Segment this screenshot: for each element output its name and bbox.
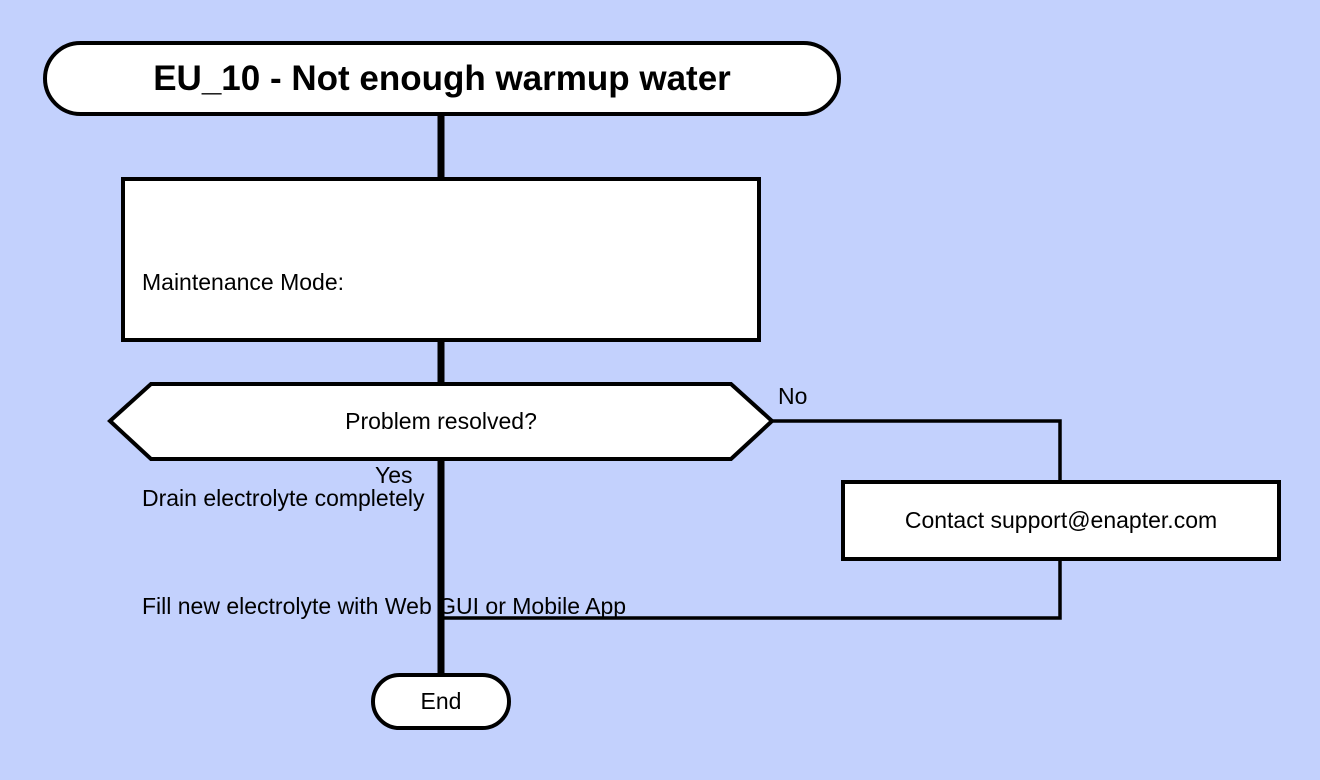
title-node-shape: [43, 41, 841, 116]
branch-label-no: No: [778, 383, 808, 409]
decision-node-shape: [107, 382, 775, 461]
process-line-heading: Maintenance Mode:: [142, 269, 345, 295]
process-node-label: Maintenance Mode: Drain electrolyte comp…: [142, 192, 742, 696]
branch-label-yes: Yes: [375, 462, 413, 488]
end-node-label: End: [420, 688, 462, 714]
title-node-label: EU_10 - Not enough warmup water: [153, 59, 731, 98]
connector-support-return-to-trunk: [441, 559, 1062, 620]
decision-node-label: Problem resolved?: [345, 408, 537, 434]
end-node-shape: [371, 673, 511, 730]
process-node-shape: [121, 177, 761, 342]
support-node-label: Contact support@enapter.com: [904, 507, 1218, 533]
process-line-fill: Fill new electrolyte with Web GUI or Mob…: [142, 593, 627, 619]
process-line-drain: Drain electrolyte completely: [142, 485, 425, 511]
connector-no-branch-to-support: [772, 419, 1062, 482]
support-node-shape: [841, 480, 1281, 561]
